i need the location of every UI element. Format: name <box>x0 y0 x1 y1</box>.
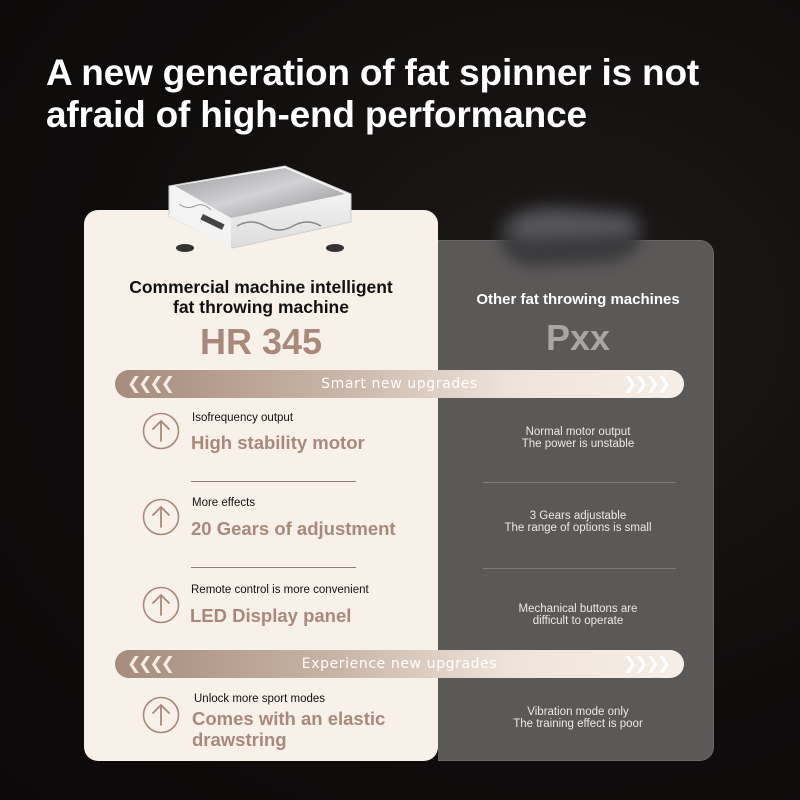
arrow-up-icon <box>142 586 180 624</box>
feature-2-main: 20 Gears of adjustment <box>191 518 396 539</box>
other-machines-model: Pxx <box>545 317 611 358</box>
feature-4-main: Comes with an elastic drawstring <box>192 708 385 750</box>
hr345-title-line-1: Commercial machine intelligent <box>129 277 393 297</box>
divider <box>483 568 676 569</box>
other-feature-4-line-1: Vibration mode only <box>527 706 629 718</box>
headline-line-2: afraid of high-end performance <box>46 94 587 135</box>
other-feature-3-line-1: Mechanical buttons are <box>518 603 638 615</box>
smart-upgrades-label: Smart new upgrades <box>321 376 478 392</box>
other-feature-3-line-2: difficult to operate <box>532 615 624 627</box>
other-feature-4: Vibration mode only The training effect … <box>438 706 718 730</box>
hr345-title: Commercial machine intelligent fat throw… <box>84 277 438 317</box>
other-feature-4-line-2: The training effect is poor <box>513 718 643 730</box>
feature-4-main-line-2: drawstring <box>192 729 287 750</box>
experience-upgrades-label: Experience new upgrades <box>301 656 498 672</box>
hr345-title-line-2: fat throwing machine <box>173 297 349 317</box>
other-feature-2: 3 Gears adjustable The range of options … <box>438 510 718 534</box>
chevrons-right-icon: ❯❯❯❯ <box>623 654 671 674</box>
other-feature-1-line-1: Normal motor output <box>525 426 631 438</box>
blurred-device-image <box>499 204 643 266</box>
chevrons-left-icon: ❮❮❮❮ <box>127 654 175 674</box>
experience-upgrades-banner: ❮❮❮❮ Experience new upgrades ❯❯❯❯ <box>115 650 684 678</box>
headline-line-1: A new generation of fat spinner is not <box>46 52 699 93</box>
other-feature-2-line-2: The range of options is small <box>504 522 652 534</box>
other-machines-title: Other fat throwing machines <box>476 291 680 308</box>
feature-3-sub: Remote control is more convenient <box>191 584 369 596</box>
chevrons-right-icon: ❯❯❯❯ <box>623 374 671 394</box>
other-feature-1: Normal motor output The power is unstabl… <box>438 426 718 450</box>
feature-2-sub: More effects <box>192 497 256 509</box>
hr345-model: HR 345 <box>199 321 323 362</box>
chevrons-left-icon: ❮❮❮❮ <box>127 374 175 394</box>
vibration-machine-image <box>168 165 352 252</box>
feature-1-sub: Isofrequency output <box>192 412 294 424</box>
arrow-up-icon <box>142 412 180 450</box>
feature-4-sub: Unlock more sport modes <box>194 693 326 705</box>
other-feature-2-line-1: 3 Gears adjustable <box>529 510 627 522</box>
other-feature-1-line-2: The power is unstable <box>521 438 635 450</box>
divider <box>483 482 676 483</box>
arrow-up-icon <box>142 498 180 536</box>
feature-3-main: LED Display panel <box>190 605 352 626</box>
divider <box>191 481 356 482</box>
feature-1-main: High stability motor <box>191 432 365 453</box>
feature-4-main-line-1: Comes with an elastic <box>192 708 386 729</box>
other-feature-3: Mechanical buttons are difficult to oper… <box>438 603 718 627</box>
arrow-up-icon <box>142 696 180 734</box>
divider <box>191 567 356 568</box>
smart-upgrades-banner: ❮❮❮❮ Smart new upgrades ❯❯❯❯ <box>115 370 684 398</box>
headline: A new generation of fat spinner is not a… <box>46 52 766 136</box>
